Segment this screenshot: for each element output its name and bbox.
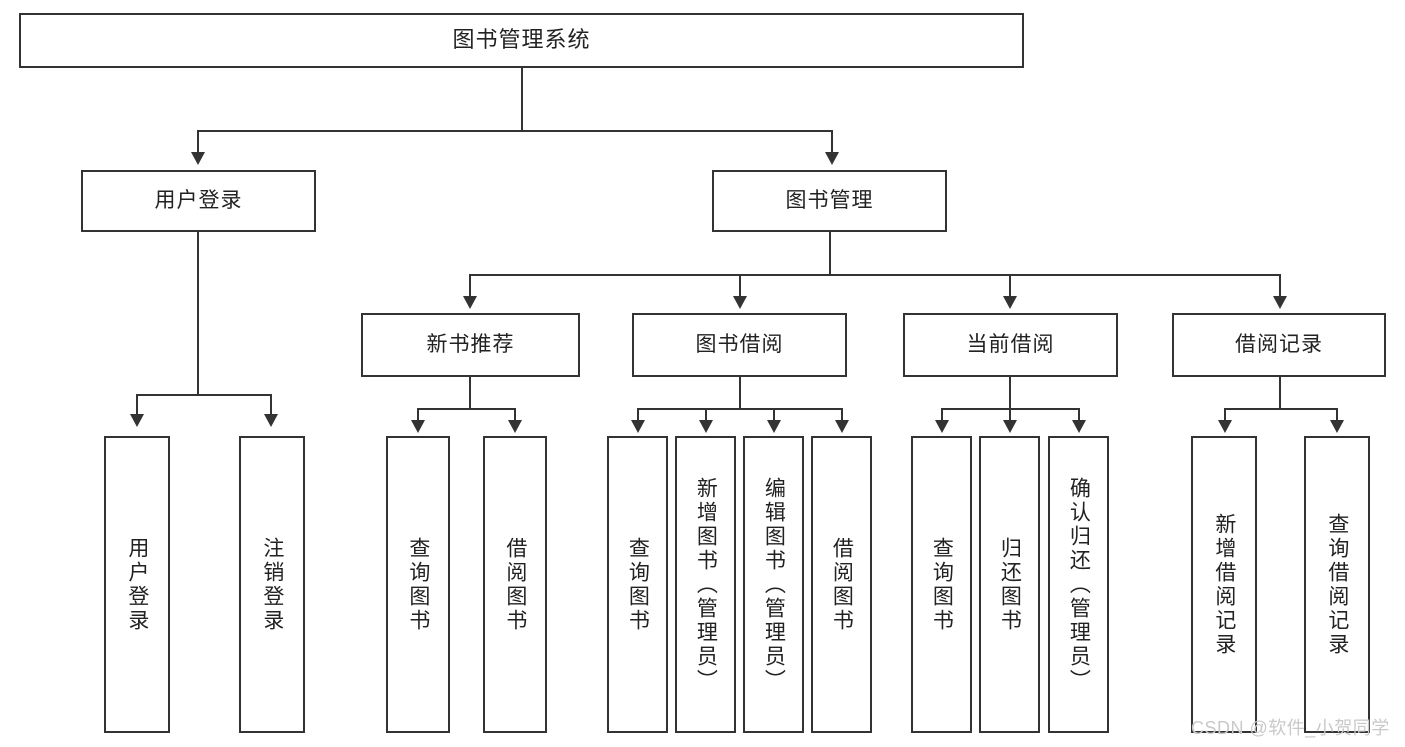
node-book-borrow[interactable]: 图书借阅 [632,313,847,377]
leaf-borrow-book-recommend[interactable]: 借阅图书 [483,436,547,733]
arrow-to-leaf-confirm-return [1072,420,1086,433]
arrow-to-leaf-user-login [130,414,144,427]
connector-drop-leaf-borrow-book-2 [841,408,843,422]
node-borrow-record[interactable]: 借阅记录 [1172,313,1386,377]
node-label: 注销登录 [260,536,284,633]
node-label: 用户登录 [125,536,149,633]
node-label: 新增借阅记录 [1212,512,1236,657]
connector-drop-current-borrow [1009,274,1011,298]
arrow-to-book-borrow [733,296,747,309]
leaf-borrow-book[interactable]: 借阅图书 [811,436,872,733]
node-label: 编辑图书（管理员） [762,476,786,693]
arrow-to-book-manage [825,152,839,165]
node-label: 确认归还（管理员） [1067,476,1091,693]
connector-user-login-stem [197,232,199,394]
leaf-user-login[interactable]: 用户登录 [104,436,170,733]
connector-drop-leaf-query-book-3 [941,408,943,422]
node-label: 查询图书 [406,536,430,633]
node-current-borrow[interactable]: 当前借阅 [903,313,1118,377]
node-new-book-recommend[interactable]: 新书推荐 [361,313,580,377]
node-label: 归还图书 [998,536,1022,633]
arrow-to-new-book-recommend [463,296,477,309]
node-label: 当前借阅 [966,333,1055,357]
connector-drop-book-borrow [739,274,741,298]
leaf-edit-book[interactable]: 编辑图书（管理员） [743,436,804,733]
connector-drop-new-book-recommend [469,274,471,298]
arrow-to-borrow-record [1273,296,1287,309]
node-root-book-management-system[interactable]: 图书管理系统 [19,13,1024,68]
connector-current-borrow-stem [1009,377,1011,408]
leaf-query-book-current[interactable]: 查询图书 [911,436,972,733]
node-book-manage[interactable]: 图书管理 [712,170,947,232]
connector-drop-leaf-query-record [1336,408,1338,422]
leaf-add-book[interactable]: 新增图书（管理员） [675,436,736,733]
node-label: 查询图书 [626,536,650,633]
arrow-to-leaf-borrow-book-1 [508,420,522,433]
connector-level3-bus [469,274,1281,276]
csdn-watermark: CSDN @软件_小贺同学 [1191,718,1390,738]
leaf-query-borrow-record[interactable]: 查询借阅记录 [1304,436,1370,733]
connector-drop-borrow-record [1279,274,1281,298]
node-user-login[interactable]: 用户登录 [81,170,316,232]
connector-drop-book-manage [831,130,833,154]
connector-borrow-record-stem [1279,377,1281,408]
connector-drop-leaf-edit-book [773,408,775,422]
arrow-to-leaf-query-record [1330,420,1344,433]
connector-user-login-bus [136,394,272,396]
arrow-to-leaf-add-book [699,420,713,433]
node-label: 查询借阅记录 [1325,512,1349,657]
leaf-user-logout[interactable]: 注销登录 [239,436,305,733]
node-label: 用户登录 [154,189,243,213]
connector-drop-leaf-return-book [1009,408,1011,422]
leaf-return-book[interactable]: 归还图书 [979,436,1040,733]
connector-drop-leaf-borrow-book-1 [514,408,516,422]
leaf-add-borrow-record[interactable]: 新增借阅记录 [1191,436,1257,733]
connector-book-borrow-stem [739,377,741,408]
connector-root-stem [521,68,523,130]
connector-root-bus [197,130,833,132]
arrow-to-leaf-borrow-book-2 [835,420,849,433]
connector-new-book-recommend-stem [469,377,471,408]
connector-drop-leaf-user-login [136,394,138,416]
arrow-to-user-login [191,152,205,165]
node-label: 查询图书 [930,536,954,633]
node-label: 图书借阅 [695,333,784,357]
arrow-to-leaf-user-logout [264,414,278,427]
connector-drop-leaf-user-logout [270,394,272,416]
arrow-to-current-borrow [1003,296,1017,309]
connector-drop-leaf-confirm-return [1078,408,1080,422]
node-label: 图书管理系统 [452,27,591,53]
node-label: 借阅图书 [503,536,527,633]
arrow-to-leaf-query-book-3 [935,420,949,433]
leaf-query-book-borrow[interactable]: 查询图书 [607,436,668,733]
node-label: 借阅图书 [830,536,854,633]
connector-book-manage-stem [829,232,831,274]
connector-drop-leaf-add-book [705,408,707,422]
node-label: 新书推荐 [426,333,515,357]
node-label: 新增图书（管理员） [694,476,718,693]
connector-borrow-record-bus [1224,408,1338,410]
connector-drop-leaf-add-record [1224,408,1226,422]
arrow-to-leaf-add-record [1218,420,1232,433]
connector-drop-leaf-query-book-2 [637,408,639,422]
leaf-confirm-return[interactable]: 确认归还（管理员） [1048,436,1109,733]
arrow-to-leaf-query-book-2 [631,420,645,433]
arrow-to-leaf-query-book-1 [411,420,425,433]
connector-new-book-recommend-bus [417,408,516,410]
node-label: 借阅记录 [1235,333,1323,357]
arrow-to-leaf-return-book [1003,420,1017,433]
connector-book-borrow-bus [637,408,843,410]
leaf-query-book-recommend[interactable]: 查询图书 [386,436,450,733]
node-label: 图书管理 [785,189,874,213]
connector-drop-leaf-query-book-1 [417,408,419,422]
arrow-to-leaf-edit-book [767,420,781,433]
connector-drop-user-login [197,130,199,154]
